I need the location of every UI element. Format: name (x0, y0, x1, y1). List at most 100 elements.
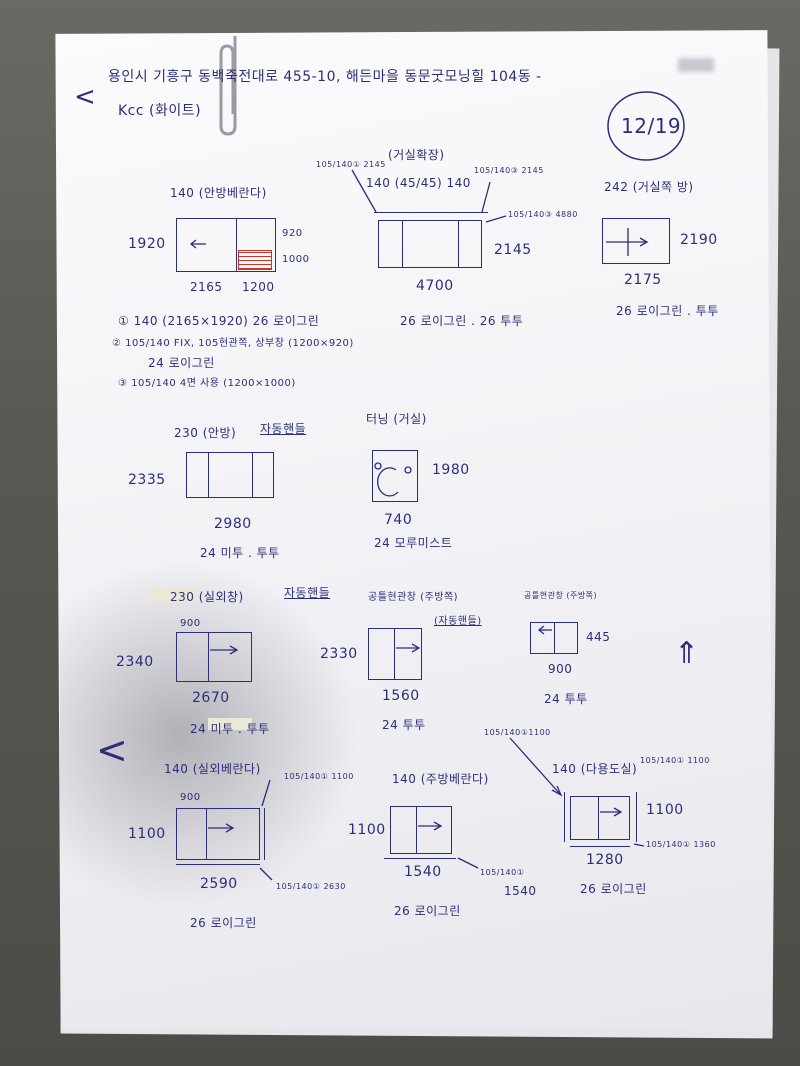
w1-title: 140 (안방베란다) (170, 186, 267, 200)
w1-window (176, 218, 276, 272)
w11-window (570, 796, 630, 840)
w5-window (372, 450, 418, 502)
w9-window (176, 808, 260, 860)
w4-glass: 24 미투 . 투투 (200, 546, 280, 560)
w9-height: 1100 (128, 826, 166, 842)
w10-bottom-frame (384, 858, 456, 859)
w11-title: 140 (다용도실) (552, 762, 638, 776)
w3-height: 2190 (680, 232, 718, 248)
w3-title: 242 (거실쪽 방) (604, 180, 694, 194)
w6-height: 2340 (116, 654, 154, 670)
w2-side-note: 105/140③ 4880 (508, 210, 578, 219)
w6-tag: 자동핸들 (284, 586, 331, 600)
w6-divider (208, 632, 209, 682)
w2-window (378, 220, 482, 268)
w11-glass: 26 로이그린 (580, 882, 647, 896)
w10-bottom-note: 105/140① (480, 868, 525, 877)
hand-shadow (60, 560, 360, 910)
w8-width: 900 (548, 662, 573, 676)
paper-clip-icon (219, 36, 237, 136)
w11-frame (636, 792, 637, 842)
w7-height: 2330 (320, 646, 358, 662)
w2-width: 4700 (416, 278, 454, 294)
w6-title: 230 (실외창) (170, 590, 244, 604)
w10-window (390, 806, 452, 854)
w9-frame (264, 808, 265, 860)
w7-tag: (자동핸들) (434, 616, 482, 627)
w6-width: 2670 (192, 690, 230, 706)
w4-width: 2980 (214, 516, 252, 532)
w9-divider (206, 808, 207, 860)
w3-window (602, 218, 670, 264)
w2-left-note: 105/140① 2145 (316, 160, 386, 169)
w7-title: 공틀현관창 (주방쪽) (368, 592, 459, 603)
w2-divider (458, 220, 459, 268)
w4-divider (252, 452, 253, 498)
w4-window (186, 452, 274, 498)
w1-red-panel (238, 250, 272, 270)
w3-width: 2175 (624, 272, 662, 288)
w7-divider (394, 628, 395, 680)
left-chevron-icon: < (74, 82, 97, 112)
w10-divider (416, 806, 417, 854)
w9-left-top: 900 (180, 792, 201, 803)
w9-bottom-note: 105/140① 2630 (276, 882, 346, 891)
w4-height: 2335 (128, 472, 166, 488)
w9-right-note: 105/140① 1100 (284, 772, 354, 781)
w11-frame (564, 792, 565, 842)
page-circle-icon (607, 91, 685, 161)
w1-divider (236, 218, 237, 272)
w11-width: 1280 (586, 852, 624, 868)
w2-glass: 26 로이그린 . 26 투투 (400, 314, 524, 328)
w1-height: 1920 (128, 236, 166, 252)
w4-divider (208, 452, 209, 498)
w11-top-note: 105/140①1100 (484, 728, 551, 737)
w1-note-4: ③ 105/140 4면 사용 (1200×1000) (118, 378, 296, 389)
w10-glass: 26 로이그린 (394, 904, 461, 918)
w2-divider (402, 220, 403, 268)
brand-text: Kcc (화이트) (118, 103, 202, 119)
w11-bottom-frame (570, 846, 630, 847)
w7-glass: 24 투투 (382, 718, 426, 732)
w2-subtitle: 140 (45/45) 140 (366, 176, 471, 190)
w5-title: 터닝 (거실) (366, 412, 427, 426)
w11-side-note: 105/140① 1360 (646, 840, 716, 849)
w10-bottom-note-2: 1540 (504, 884, 537, 898)
w8-divider (554, 622, 555, 654)
w5-glass: 24 모루미스트 (374, 536, 453, 550)
w1-dim-right: 1200 (242, 280, 275, 294)
w11-right-note: 105/140① 1100 (640, 756, 710, 765)
address-text: 용인시 기흥구 동백죽전대로 455-10, 해든마을 동문굿모닝힐 104동 … (108, 69, 542, 85)
w3-glass: 26 로이그린 . 투투 (616, 304, 719, 318)
tape-piece (150, 588, 198, 602)
w2-right-note: 105/140③ 2145 (474, 166, 544, 175)
w2-height: 2145 (494, 242, 532, 258)
w2-title: (거실확장) (388, 148, 445, 162)
w1-note-2: ② 105/140 FIX, 105현관쪽, 상부창 (1200×920) (112, 338, 354, 349)
w9-title: 140 (실외베란다) (164, 762, 261, 776)
w1-dim-left: 2165 (190, 280, 223, 294)
w7-window (368, 628, 422, 680)
w11-divider (598, 796, 599, 840)
w9-bottom-frame (176, 864, 260, 865)
w6-left-top: 900 (180, 618, 201, 629)
tape-piece (208, 718, 252, 730)
w1-note-3: 24 로이그린 (148, 356, 215, 370)
w9-glass: 26 로이그린 (190, 916, 257, 930)
w1-note-1: ① 140 (2165×1920) 26 로이그린 (118, 314, 320, 328)
w10-height: 1100 (348, 822, 386, 838)
left-chevron-icon: < (96, 728, 129, 772)
w10-title: 140 (주방베란다) (392, 772, 489, 786)
w4-tag: 자동핸들 (260, 422, 307, 436)
up-arrow-icon: ⇑ (674, 636, 700, 671)
w6-window (176, 632, 252, 682)
w10-width: 1540 (404, 864, 442, 880)
w6-glass: 24 미투 . 투투 (190, 722, 270, 736)
w5-height: 1980 (432, 462, 470, 478)
w8-title: 공틀현관창 (주방쪽) (524, 591, 598, 600)
w8-height: 445 (586, 630, 611, 644)
w1-right-lower: 1000 (282, 254, 310, 265)
redacted-block (678, 58, 714, 72)
w11-height: 1100 (646, 802, 684, 818)
